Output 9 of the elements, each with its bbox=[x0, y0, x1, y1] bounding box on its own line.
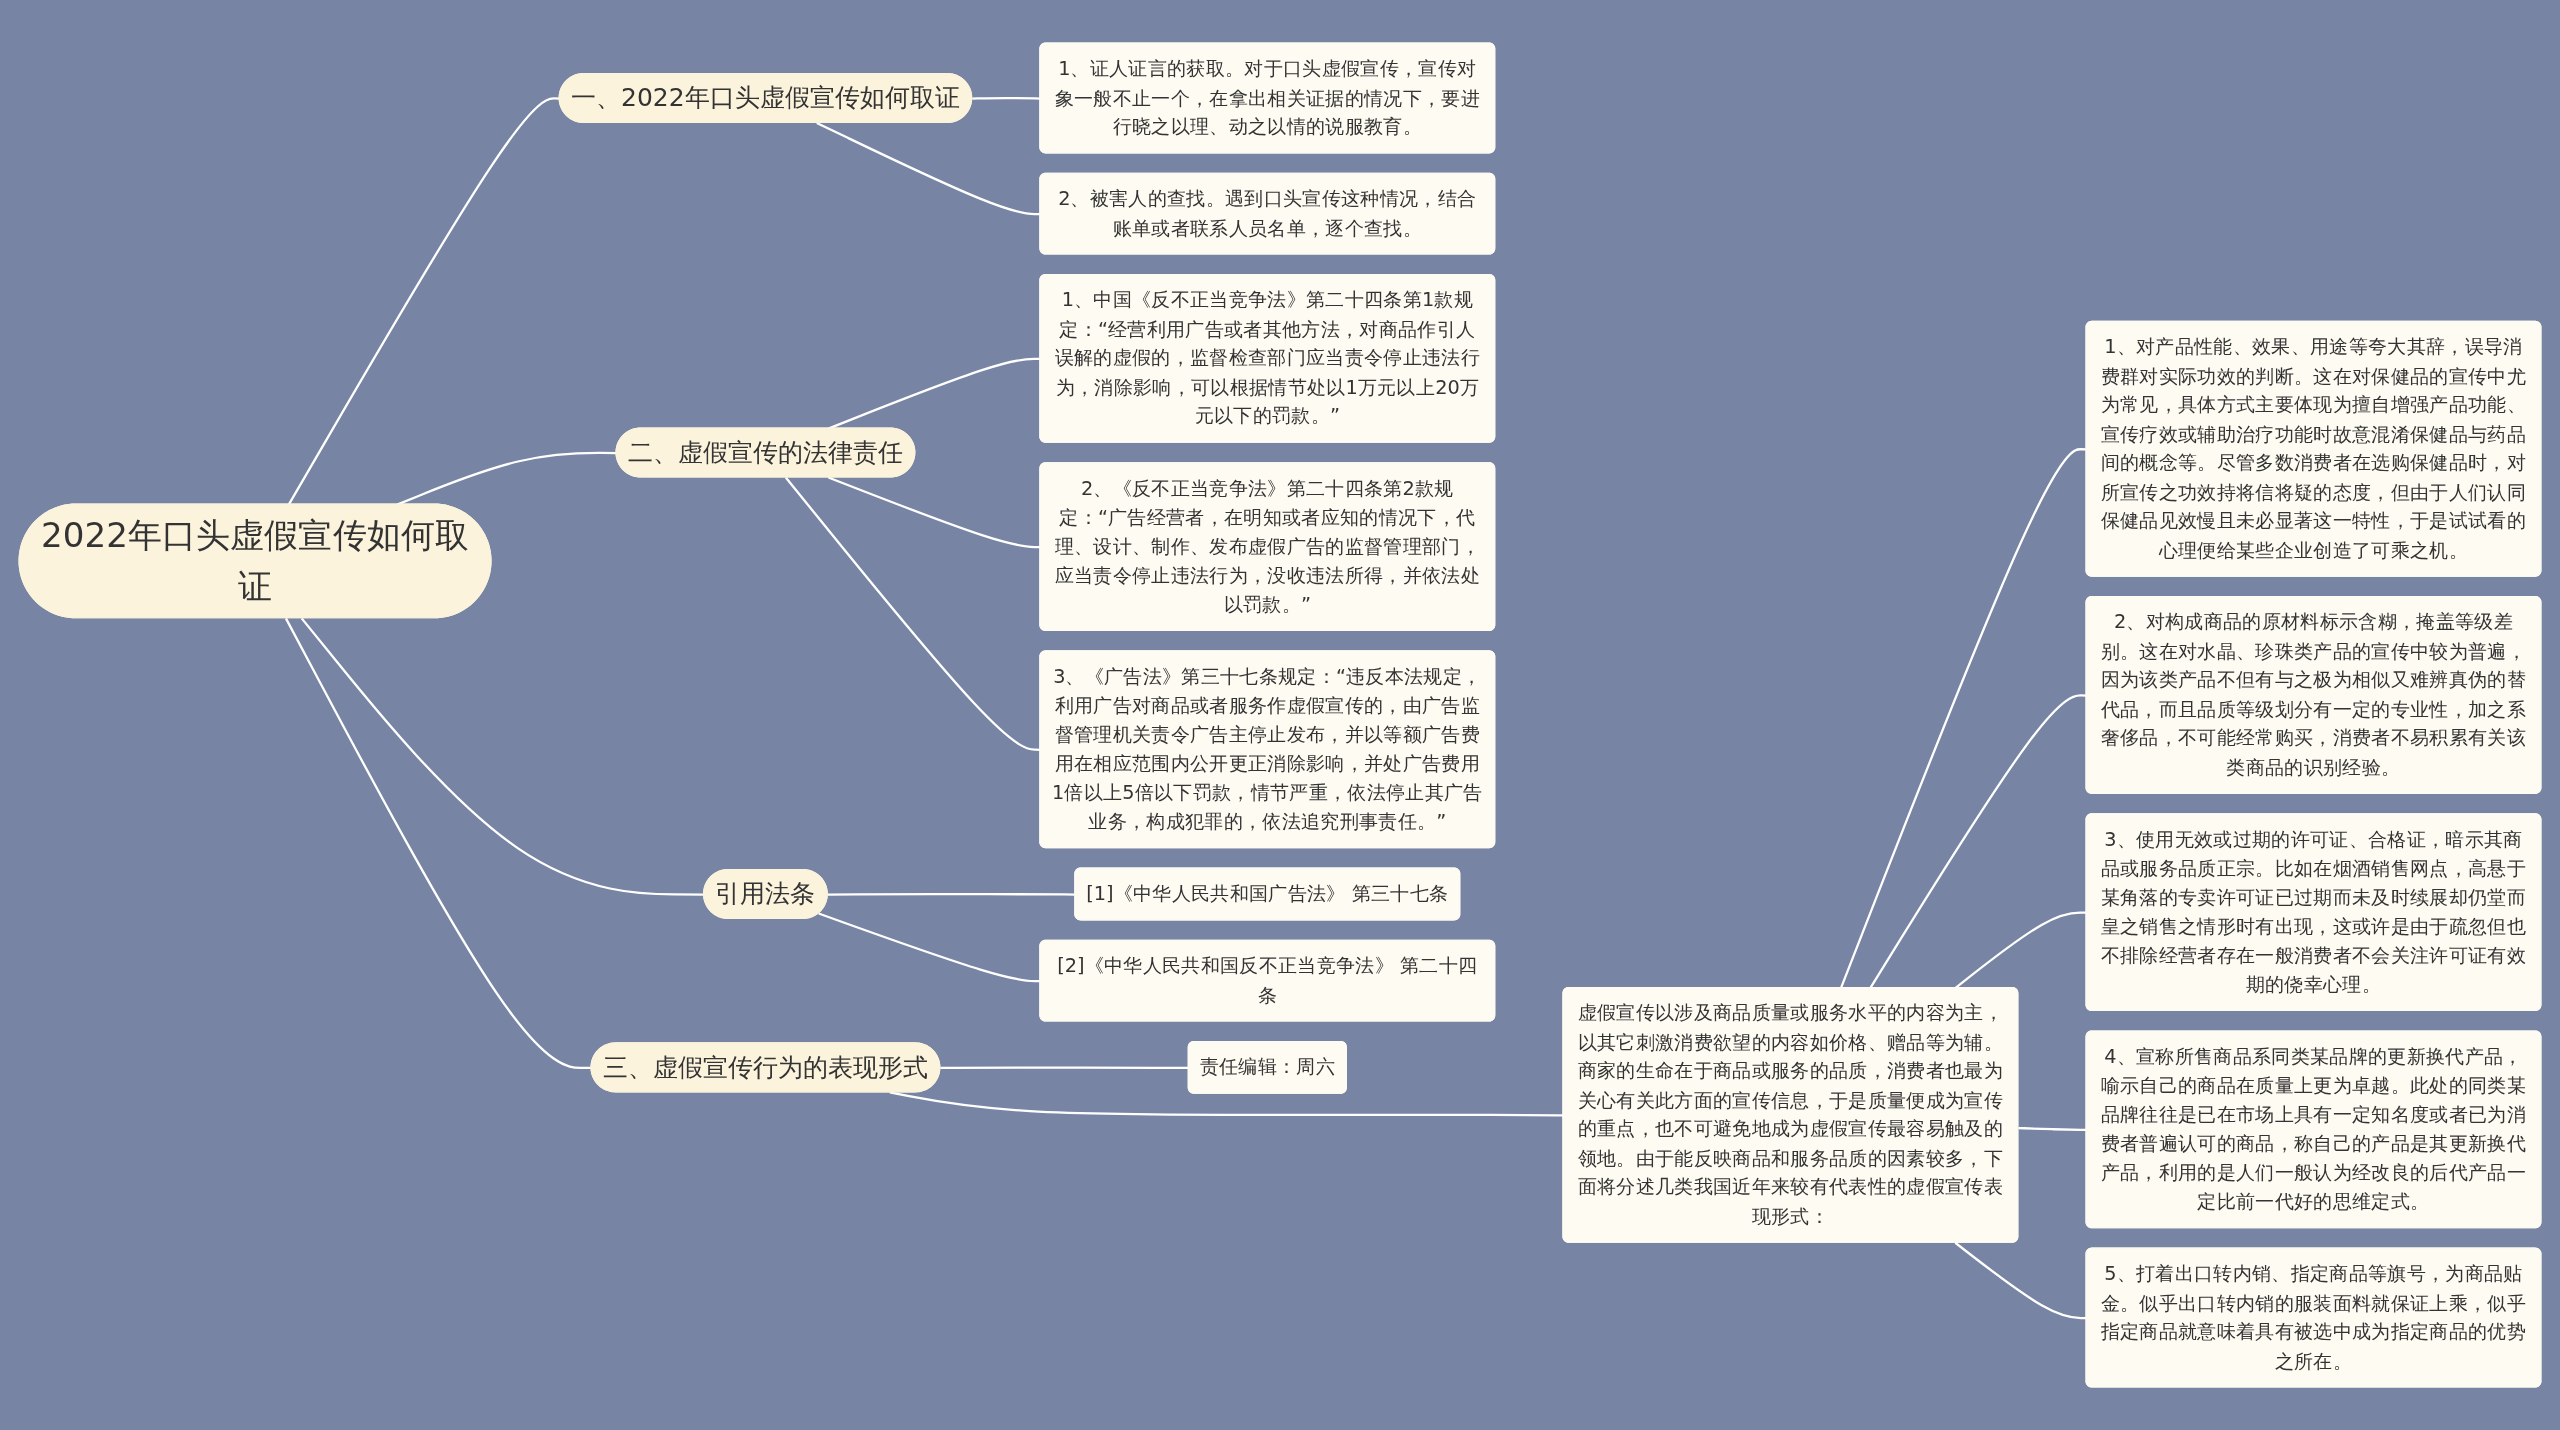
connector bbox=[2018, 1126, 2087, 1132]
connector bbox=[940, 1066, 1189, 1070]
connector bbox=[396, 451, 617, 506]
connector bbox=[1954, 1241, 2087, 1320]
connector bbox=[284, 617, 592, 1070]
connector bbox=[287, 97, 560, 506]
connector bbox=[1954, 911, 2087, 989]
connector bbox=[1869, 694, 2087, 989]
connector bbox=[1839, 448, 2087, 989]
